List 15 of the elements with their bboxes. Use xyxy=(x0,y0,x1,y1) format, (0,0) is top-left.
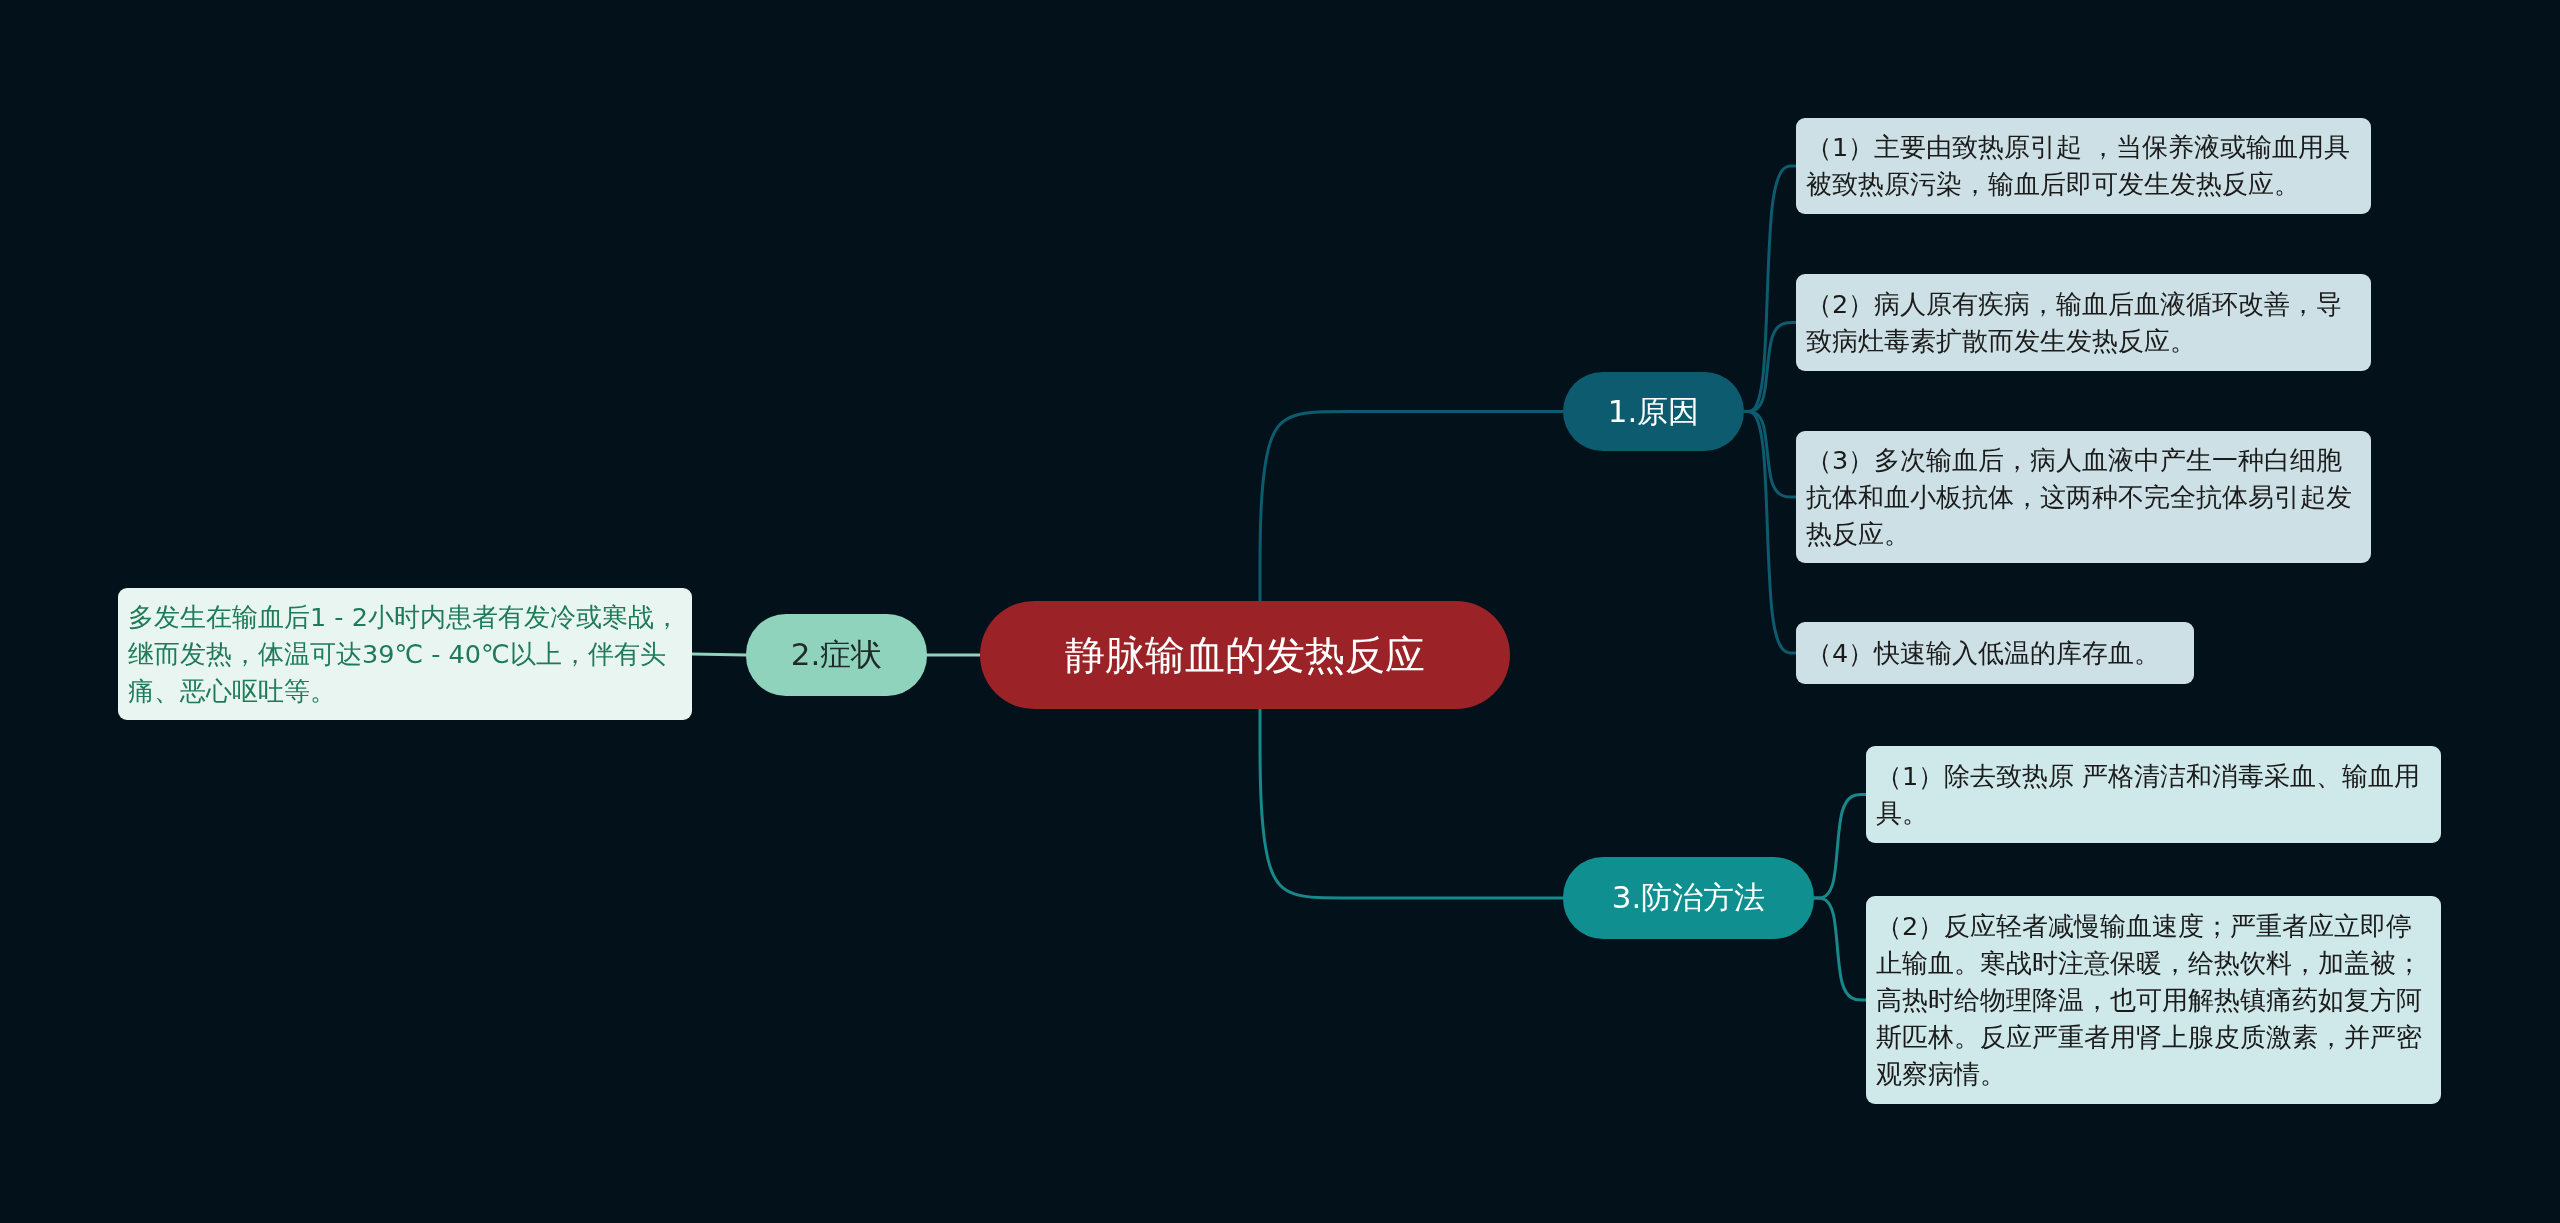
leaf-note: （1）主要由致热原引起 ，当保养液或输血用具被致热原污染，输血后即可发生发热反应。 xyxy=(1796,118,2371,214)
connector-line xyxy=(691,652,747,657)
leaf-note: （2）病人原有疾病，输血后血液循环改善，导致病灶毒素扩散而发生发热反应。 xyxy=(1796,274,2371,371)
branch-topic: 2.症状 xyxy=(746,614,927,696)
connector-line xyxy=(1258,709,1563,900)
leaf-note: （2）反应轻者减慢输血速度；严重者应立即停止输血。寒战时注意保暖，给热饮料，加盖被；高热时给物理降温，也可用解热镇痛药如复方阿斯匹林。反应严重者用肾上腺皮质激素，并严密观察病情。 xyxy=(1866,896,2441,1104)
branch-topic: 3.防治方法 xyxy=(1563,857,1814,939)
leaf-note: （3）多次输血后，病人血液中产生一种白细胞抗体和血小板抗体，这两种不完全抗体易引起发热反应。 xyxy=(1796,431,2371,563)
branch-topic: 1.原因 xyxy=(1563,372,1744,451)
leaf-note: （4）快速输入低温的库存血。 xyxy=(1796,622,2194,684)
connector-line xyxy=(927,653,980,657)
leaf-note: 多发生在输血后1 - 2小时内患者有发冷或寒战，继而发热，体温可达39℃ - 40℃以上，伴有头痛、恶心呕吐等。 xyxy=(118,588,692,720)
leaf-note: （1）除去致热原 严格清洁和消毒采血、输血用具。 xyxy=(1866,746,2441,843)
connector-line xyxy=(1258,410,1563,601)
central-topic: 静脉输血的发热反应 xyxy=(980,601,1510,709)
